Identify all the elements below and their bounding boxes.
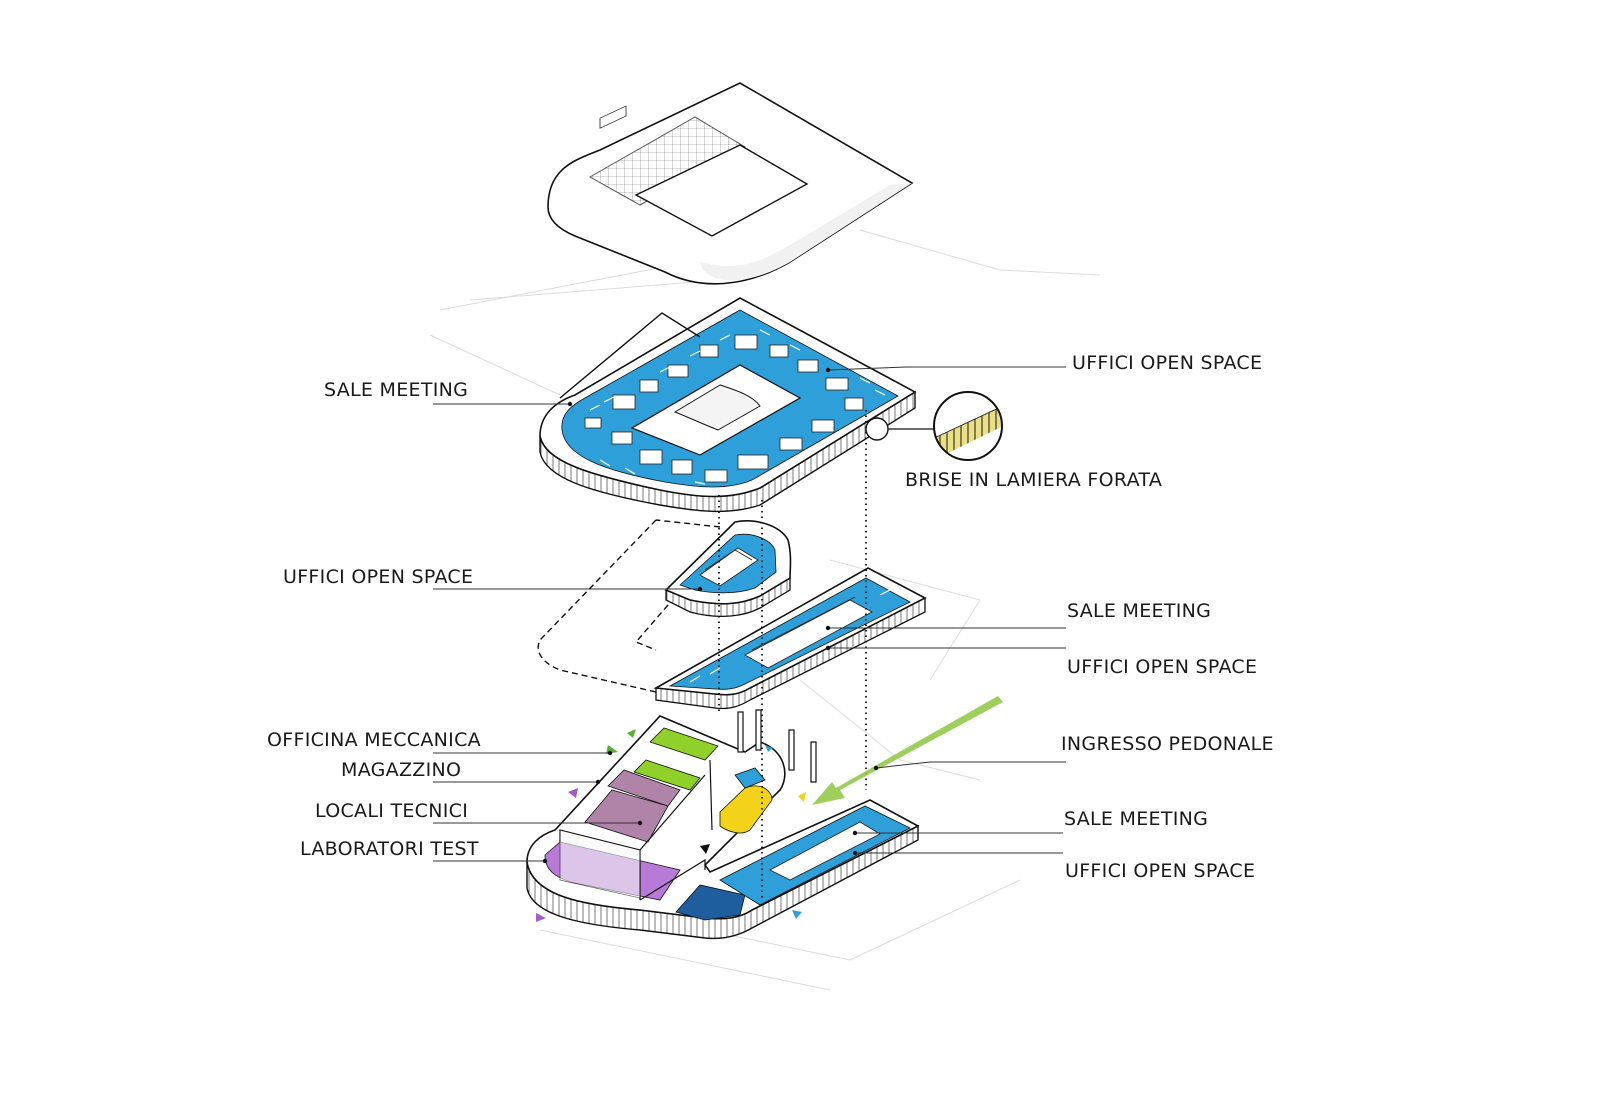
top-floor-outline (559, 312, 701, 399)
dotted-verticals (718, 410, 867, 900)
middle-floor-small (664, 520, 792, 617)
label-uffici-open-space-ground: UFFICI OPEN SPACE (1065, 860, 1256, 882)
top-floor (539, 105, 934, 513)
label-laboratori-test: LABORATORI TEST (300, 838, 479, 860)
label-officina-meccanica: OFFICINA MECCANICA (267, 729, 481, 751)
brise-detail-circle (933, 391, 1003, 461)
label-magazzino: MAGAZZINO (341, 759, 462, 781)
label-sale-meeting-top: SALE MEETING (324, 379, 469, 401)
label-uffici-open-space-mid-left: UFFICI OPEN SPACE (283, 566, 474, 588)
leader-lines (433, 366, 1066, 862)
label-brise-lamiera-forata: BRISE IN LAMIERA FORATA (905, 469, 1163, 491)
dashed-footprint (537, 519, 721, 693)
pillars (737, 709, 817, 783)
label-ingresso-pedonale: INGRESSO PEDONALE (1061, 733, 1274, 755)
label-sale-meeting-ground: SALE MEETING (1064, 808, 1209, 830)
ground-floor (526, 715, 920, 940)
label-uffici-open-space-mid-right: UFFICI OPEN SPACE (1067, 656, 1258, 678)
roof-slab (547, 82, 914, 285)
ingresso-arrow (812, 696, 1003, 805)
label-uffici-open-space-top: UFFICI OPEN SPACE (1072, 352, 1263, 374)
label-sale-meeting-mid: SALE MEETING (1067, 600, 1212, 622)
triangle-markers (536, 729, 806, 922)
label-locali-tecnici: LOCALI TECNICI (315, 800, 469, 822)
leader-dots (542, 367, 879, 864)
